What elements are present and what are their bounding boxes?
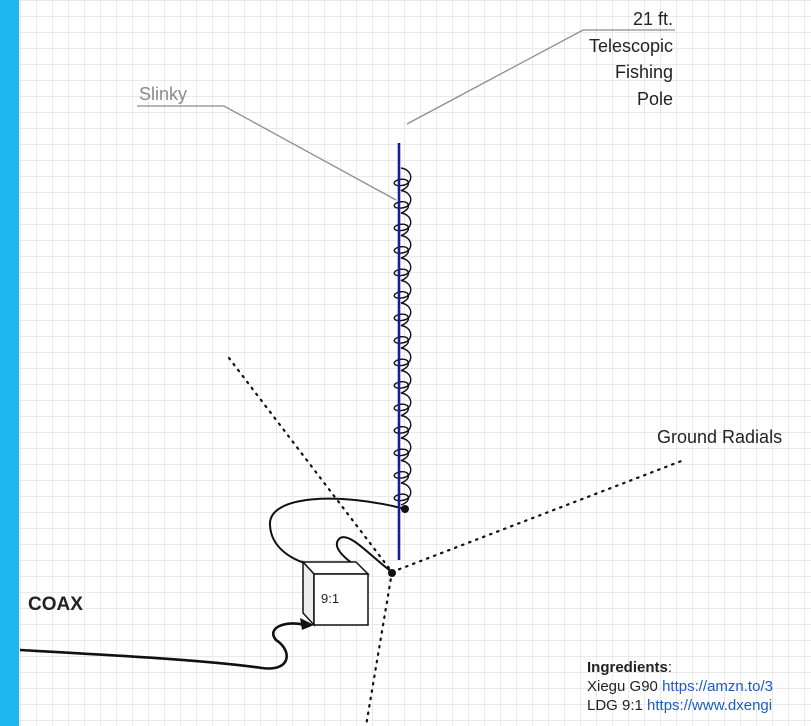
feed-wire-inner	[335, 536, 393, 573]
ground-radial-down	[364, 570, 394, 726]
feed-point-top	[401, 505, 409, 513]
coax-cable	[19, 622, 306, 670]
ground-radials-label: Ground Radials	[657, 427, 783, 447]
pole-label-line: 21 ft.	[632, 9, 673, 29]
ingredient-item: LDG 9:1 https://www.dxengi	[587, 696, 773, 715]
pole-label: 21 ft. Telescopic Fishing Pole	[589, 6, 673, 112]
ingredients-heading: Ingredients	[587, 659, 668, 676]
coax-label: COAX	[28, 594, 83, 615]
ingredient-name: LDG 9:1	[587, 697, 648, 714]
coax-arrowhead	[300, 618, 314, 630]
ingredient-link[interactable]: https://amzn.to/3	[662, 678, 773, 695]
ingredient-name: Xiegu G90	[587, 678, 663, 695]
feed-wire-outer	[268, 497, 406, 566]
ingredients-heading-row: Ingredients:	[587, 658, 773, 677]
pole-label-line: Pole	[636, 88, 673, 109]
ingredient-item: Xiegu G90 https://amzn.to/3	[587, 677, 773, 696]
pole-leader-line	[406, 29, 675, 125]
sidebar-edge	[0, 0, 19, 726]
ground-feed-point	[388, 569, 396, 577]
slinky-coil-path	[393, 167, 412, 506]
slinky-coil	[393, 167, 412, 506]
transformer-label: 9:1	[321, 591, 340, 606]
pole-label-line: Telescopic	[588, 35, 673, 56]
ground-radial-right	[390, 458, 686, 574]
pole-label-line: Fishing	[614, 62, 673, 82]
slinky-label: Slinky	[139, 84, 188, 104]
transformer-box	[301, 560, 370, 627]
ground-radial-left	[227, 356, 394, 574]
ingredient-link[interactable]: https://www.dxengi	[647, 697, 773, 714]
slinky-leader-line	[137, 105, 397, 201]
ingredients-colon: :	[667, 659, 673, 676]
ingredients-list: Ingredients: Xiegu G90 https://amzn.to/3…	[587, 658, 773, 715]
